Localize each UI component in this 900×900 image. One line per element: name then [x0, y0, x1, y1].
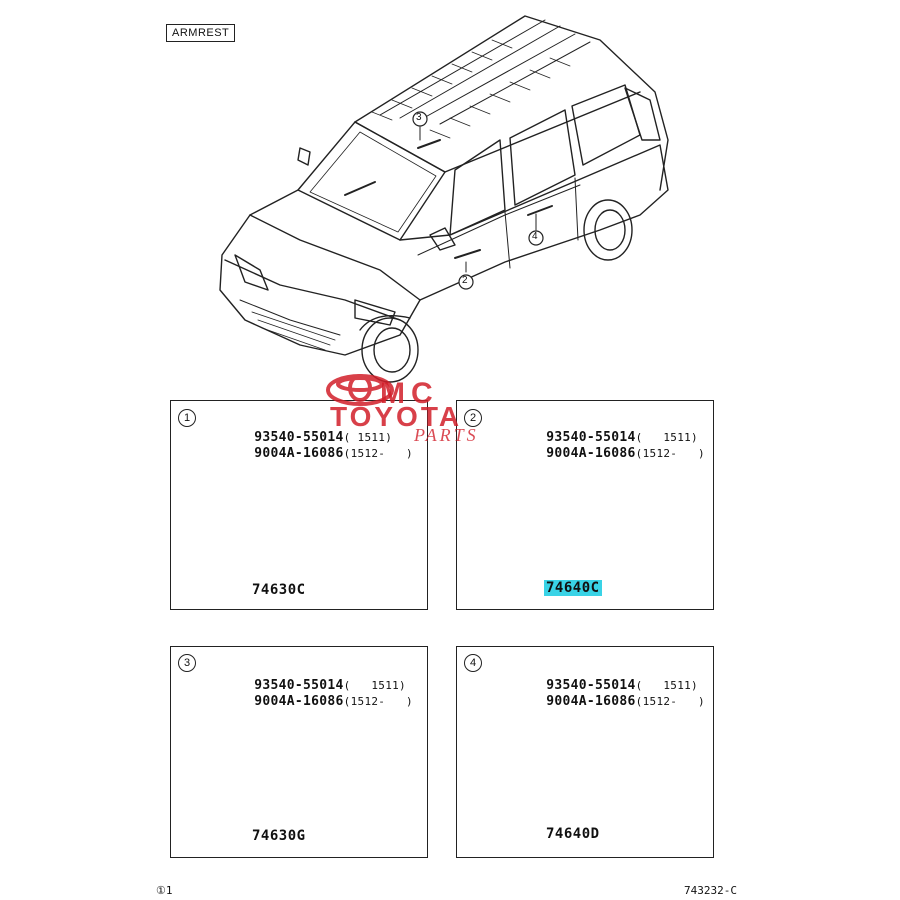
part-number-note: ( 1511) [635, 431, 698, 444]
part-label-74640c[interactable]: 74640C [544, 580, 602, 596]
part-number-note: ( 1511) [343, 679, 406, 692]
part-number-note: (1512- ) [343, 695, 413, 708]
part-number-note: (1512- ) [343, 447, 413, 460]
part-number-note: (1512- ) [635, 695, 705, 708]
part-number-1: 93540-55014( 1511) [238, 662, 406, 694]
panel-badge: 4 [464, 654, 482, 672]
watermark-toyota: TOYOTA [330, 401, 463, 432]
part-number-text: 9004A-16086 [546, 694, 636, 709]
part-label-74640d[interactable]: 74640D [546, 826, 600, 842]
panel-badge: 1 [178, 409, 196, 427]
part-number-2: 9004A-16086(1512- ) [238, 430, 413, 462]
part-number-note: ( 1511) [343, 431, 393, 444]
part-number-note: (1512- ) [635, 447, 705, 460]
part-number-1: 93540-55014( 1511) [530, 414, 698, 446]
part-number-text: 9004A-16086 [254, 694, 344, 709]
section-tag: ARMREST [166, 24, 236, 42]
panel-badge: 2 [464, 409, 482, 427]
part-number-1: 93540-55014( 1511) [530, 662, 698, 694]
highlighted-part[interactable]: 74640C [544, 580, 602, 596]
part-number-text: 9004A-16086 [546, 446, 636, 461]
part-label-74630g[interactable]: 74630G [252, 828, 306, 844]
watermark-parts: PARTS [414, 425, 479, 445]
part-number-text: 93540-55014 [546, 678, 636, 693]
footer-left: ①1 [156, 884, 173, 897]
panel-badge: 3 [178, 654, 196, 672]
part-number-2: 9004A-16086(1512- ) [238, 678, 413, 710]
part-number-text: 93540-55014 [254, 678, 344, 693]
part-number-text: 93540-55014 [254, 430, 344, 445]
panel-3 [170, 646, 428, 858]
car-callout-4: 4 [532, 231, 538, 242]
part-number-2: 9004A-16086(1512- ) [530, 430, 705, 462]
car-callout-3: 3 [416, 112, 422, 123]
panel-2 [456, 400, 714, 610]
panel-4 [456, 646, 714, 858]
part-number-text: 93540-55014 [546, 430, 636, 445]
part-label-74630c[interactable]: 74630C [252, 582, 306, 598]
footer-right: 743232-C [684, 884, 737, 897]
car-callout-2: 2 [462, 275, 468, 286]
part-number-2: 9004A-16086(1512- ) [530, 678, 705, 710]
part-number-text: 9004A-16086 [254, 446, 344, 461]
part-number-note: ( 1511) [635, 679, 698, 692]
part-number-1: 93540-55014( 1511) [238, 414, 392, 446]
panel-1 [170, 400, 428, 610]
